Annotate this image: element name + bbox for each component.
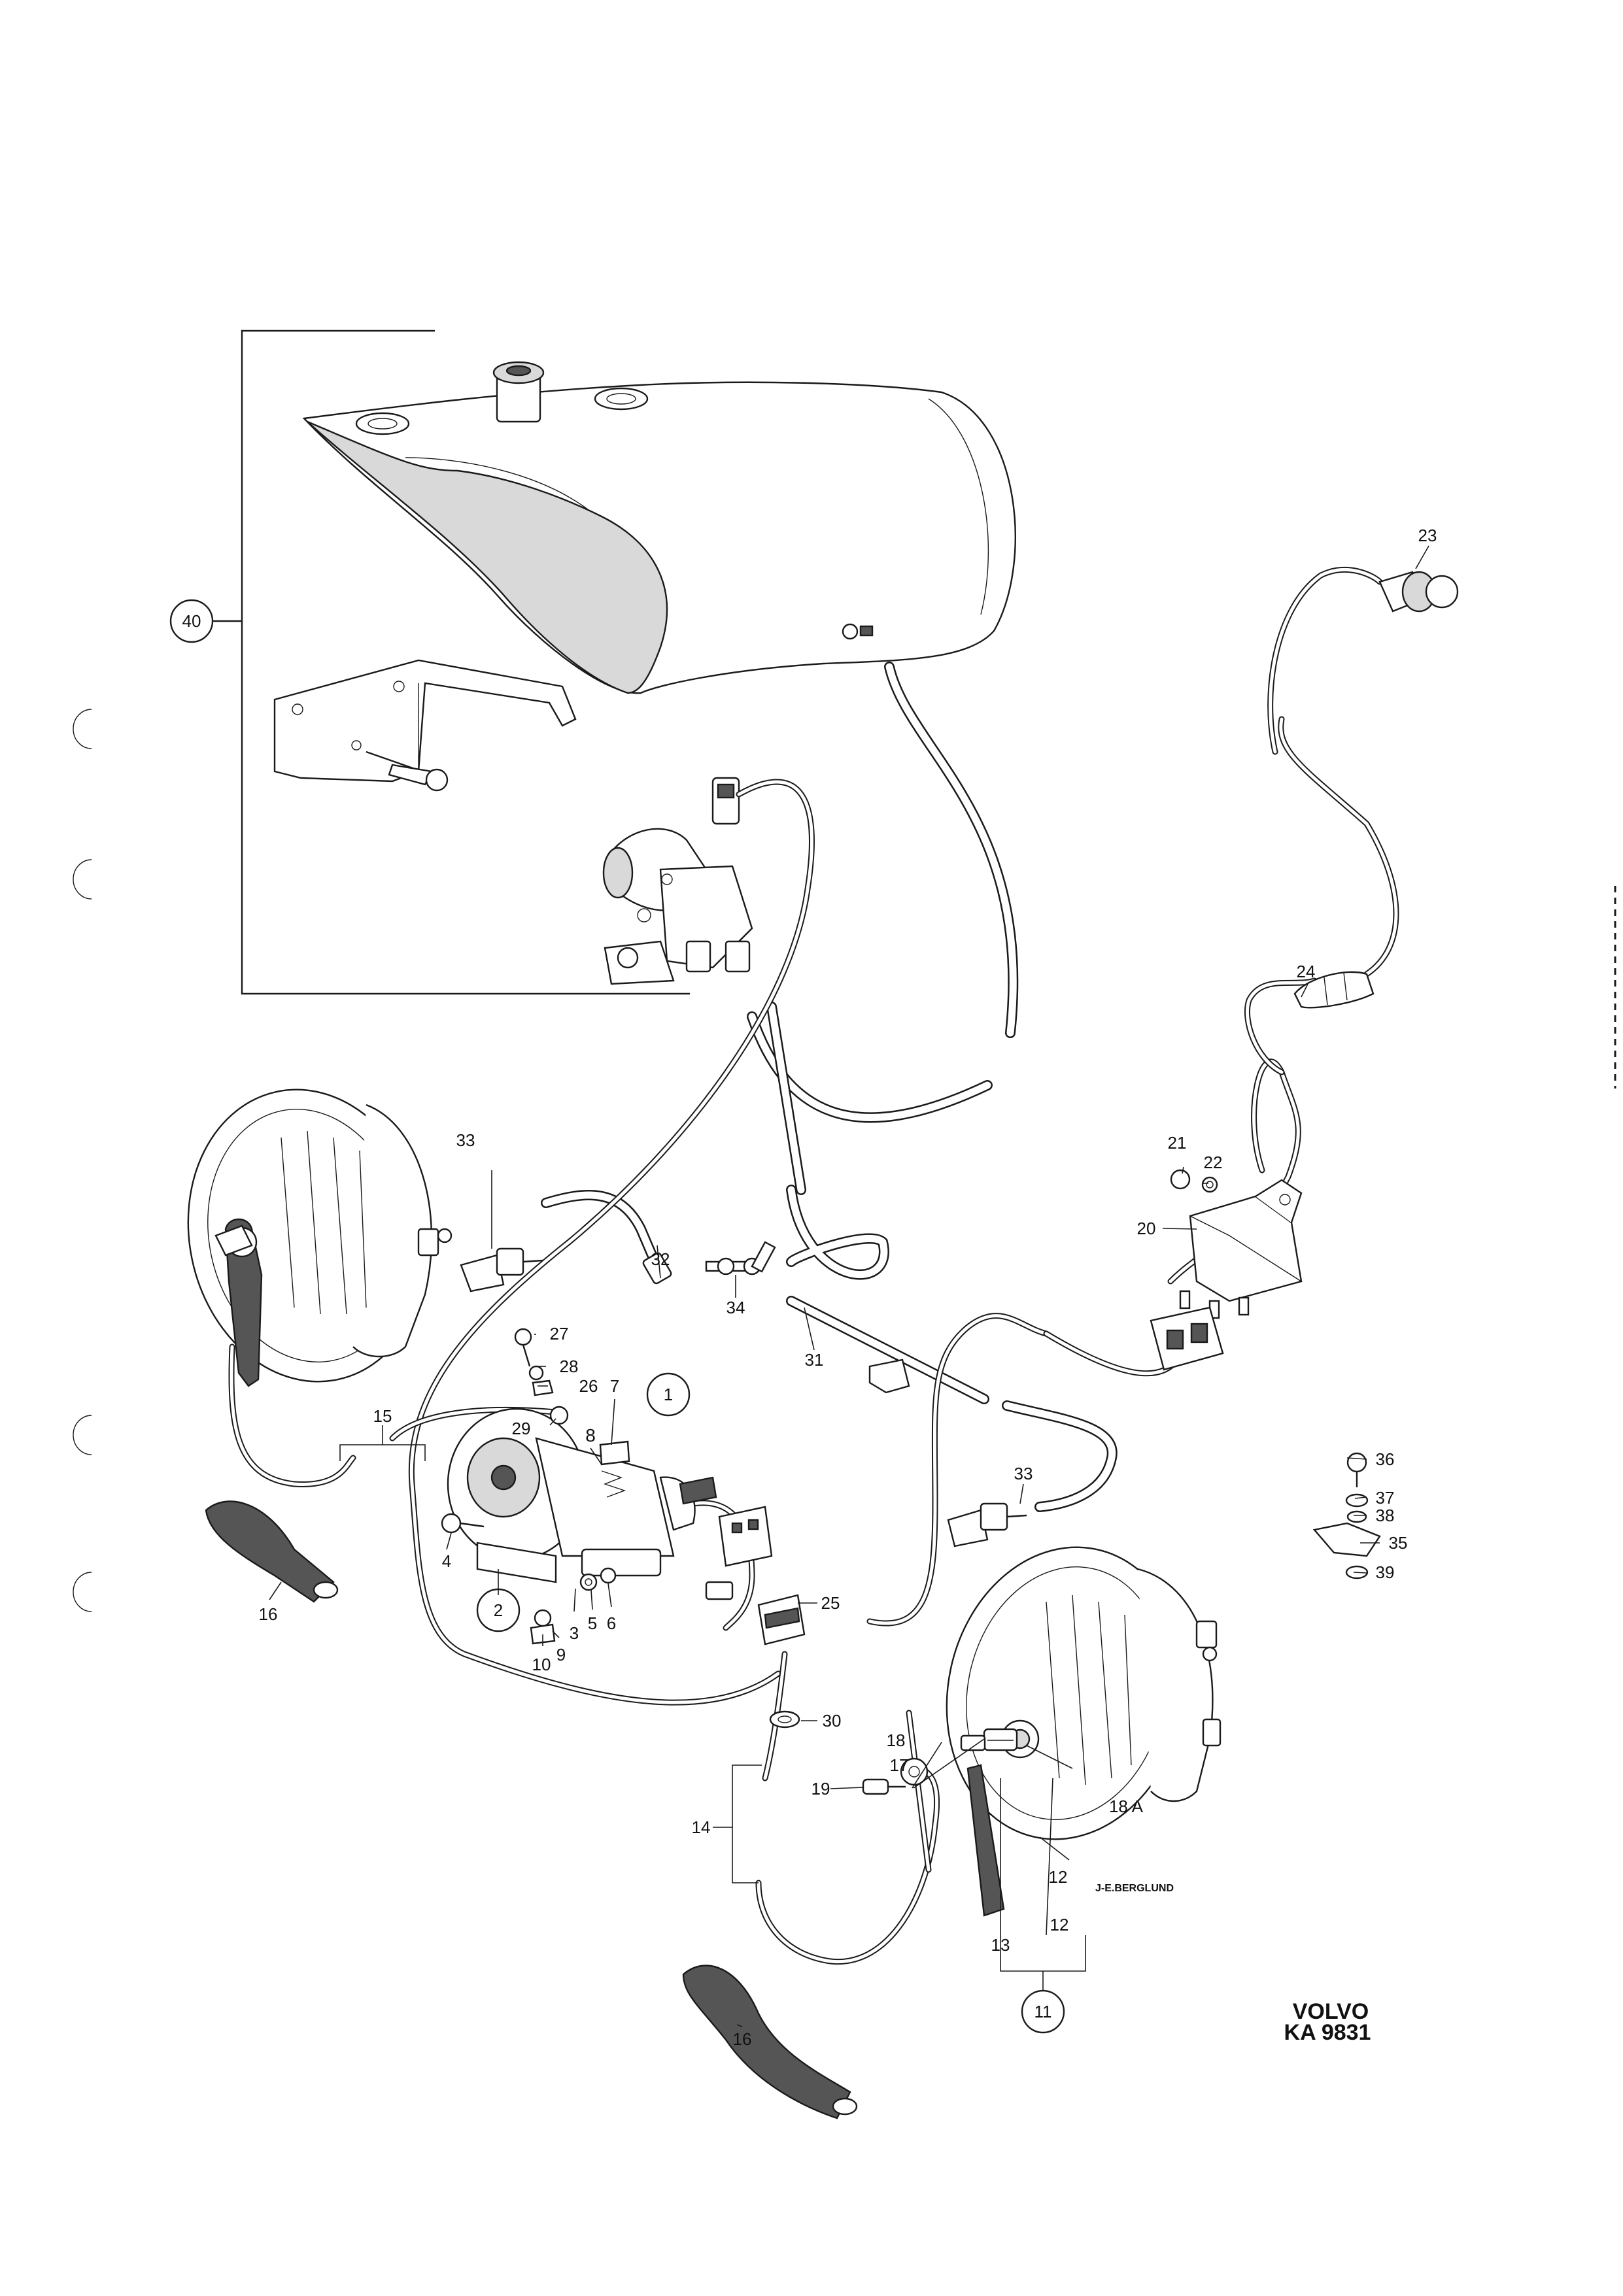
clip-hardware [1312, 1452, 1381, 1579]
label-25: 25 [821, 1593, 840, 1613]
label-31: 31 [805, 1350, 824, 1370]
label-34: 34 [726, 1298, 745, 1317]
label-18a: 18 A [1109, 1797, 1144, 1816]
label-13: 13 [991, 1935, 1010, 1955]
label-17: 17 [890, 1755, 909, 1775]
label-10: 10 [532, 1655, 551, 1674]
label-33-lower: 33 [1014, 1464, 1033, 1483]
label-38: 38 [1376, 1506, 1395, 1525]
label-27: 27 [550, 1324, 569, 1343]
lamp-bolt-lower [947, 1502, 1027, 1547]
label-15: 15 [373, 1406, 392, 1426]
label-16-right: 16 [733, 2029, 752, 2049]
label-32: 32 [651, 1249, 670, 1269]
label-37: 37 [1376, 1488, 1395, 1508]
horn-motor-unit [447, 1408, 717, 1583]
label-12-bracket: 12 [1050, 1915, 1069, 1934]
brand-block: VOLVO KA 9831 [1284, 1999, 1371, 2045]
leader-lines [269, 545, 1429, 2027]
binder-hole-marks [73, 709, 92, 1612]
label-8: 8 [585, 1425, 596, 1445]
label-12-lamp: 12 [1049, 1867, 1068, 1887]
label-28: 28 [560, 1357, 579, 1376]
brand-name: VOLVO [1293, 1999, 1369, 2024]
label-36: 36 [1376, 1449, 1395, 1469]
label-23: 23 [1418, 526, 1437, 545]
motor-hardware [441, 1328, 630, 1645]
label-4: 4 [442, 1551, 451, 1571]
callout-circle-2 [476, 1588, 521, 1632]
hose-connectors [642, 1241, 776, 1285]
label-22: 22 [1204, 1153, 1223, 1172]
fuse-holder [1293, 971, 1375, 1009]
callout-circle-11 [1021, 1989, 1065, 2034]
label-9: 9 [556, 1645, 566, 1664]
wire-grommet [769, 1710, 800, 1729]
group-40-frame [213, 329, 690, 995]
relay-connector [1150, 1306, 1224, 1371]
part-labels: 40 1 2 11 23 24 21 22 20 33 32 34 31 27 … [182, 526, 1437, 2049]
push-switch [1378, 571, 1459, 613]
drawing-code: KA 9831 [1284, 2020, 1371, 2045]
washer-reservoir [302, 361, 1016, 694]
label-40: 40 [182, 611, 201, 631]
hose-clip [868, 1359, 910, 1394]
auxiliary-lamp-left [187, 1089, 453, 1387]
label-14: 14 [692, 1817, 711, 1837]
label-21: 21 [1168, 1133, 1187, 1153]
illustrator-credit: J-E.BERGLUND [1095, 1883, 1174, 1894]
connector-plug [705, 1506, 806, 1646]
reservoir-bracket [273, 659, 577, 783]
label-7: 7 [610, 1376, 619, 1396]
label-6: 6 [607, 1613, 616, 1633]
label-19: 19 [811, 1779, 830, 1798]
callout-circle-40 [169, 599, 214, 643]
label-16-left: 16 [259, 1604, 278, 1624]
label-33-upper: 33 [456, 1130, 475, 1150]
label-29: 29 [512, 1419, 531, 1438]
label-20: 20 [1137, 1219, 1156, 1238]
washer-pump [602, 777, 753, 985]
callout-circle-1 [646, 1372, 691, 1417]
bracket-screw [366, 751, 449, 792]
label-2: 2 [494, 1600, 503, 1620]
label-39: 39 [1376, 1562, 1395, 1582]
protective-sleeve-right [682, 1965, 858, 2119]
label-1: 1 [664, 1385, 673, 1404]
wiring-harness [228, 567, 1399, 1965]
auxiliary-lamp-right [946, 1546, 1222, 1917]
label-18: 18 [887, 1730, 906, 1750]
label-26: 26 [579, 1376, 598, 1396]
protective-sleeve-left [205, 1500, 339, 1603]
label-3: 3 [570, 1623, 579, 1643]
label-11: 11 [1034, 2002, 1052, 2021]
label-35: 35 [1389, 1533, 1408, 1553]
relay [1170, 1169, 1303, 1319]
label-24: 24 [1297, 962, 1316, 981]
label-30: 30 [823, 1711, 842, 1730]
label-5: 5 [588, 1613, 597, 1633]
washer-hoses [541, 662, 1118, 1512]
lamp-bolt-upper [460, 1247, 543, 1292]
